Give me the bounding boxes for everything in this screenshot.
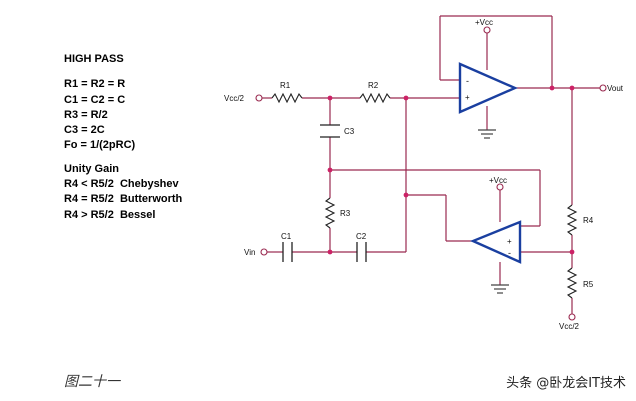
vcc-bottom-amp-terminal <box>496 183 504 191</box>
junction-dot <box>569 249 575 255</box>
top-opamp-plus: + <box>465 93 470 102</box>
vcc-half-bottom-label: Vcc/2 <box>559 322 580 331</box>
watermark: 头条 @卧龙会IT技术 <box>506 376 626 391</box>
note-line: C3 = 2C <box>64 124 105 137</box>
gain-line: R4 = R5/2 Butterworth <box>64 193 183 206</box>
vcc-half-input-label: Vcc/2 <box>224 94 245 103</box>
c1-label: C1 <box>281 232 292 241</box>
junction-dot <box>327 249 333 255</box>
vcc-top-label: +Vcc <box>475 18 493 27</box>
gain-line: R4 < R5/2 Chebyshev <box>64 178 179 191</box>
r3-resistor <box>324 197 336 229</box>
c3-capacitor <box>320 124 340 138</box>
r2-resistor <box>359 92 391 104</box>
bottom-opamp <box>469 220 522 264</box>
r4-resistor <box>566 204 578 236</box>
top-ground-icon <box>478 129 496 139</box>
junction-dot <box>327 95 333 101</box>
junction-dot <box>403 95 409 101</box>
c2-capacitor <box>356 242 367 262</box>
vcc-half-bottom-terminal <box>568 313 576 321</box>
r5-resistor <box>566 267 578 299</box>
vout-label: Vout <box>607 84 624 93</box>
junction-dot <box>327 167 333 173</box>
c2-label: C2 <box>356 232 367 241</box>
c3-label: C3 <box>344 127 355 136</box>
note-line: C1 = C2 = C <box>64 93 126 106</box>
bottom-opamp-plus: + <box>507 237 512 246</box>
note-line: R1 = R2 = R <box>64 78 126 91</box>
r3-label: R3 <box>340 209 351 218</box>
notes-heading: HIGH PASS <box>64 53 124 65</box>
figure-caption: 图二十一 <box>64 375 120 390</box>
bottom-opamp-minus: - <box>508 248 511 258</box>
junction-dot <box>549 85 555 91</box>
note-line: R3 = R/2 <box>64 108 108 121</box>
junction-dot <box>569 85 575 91</box>
r1-label: R1 <box>280 81 291 90</box>
gain-line: R4 > R5/2 Bessel <box>64 208 156 221</box>
junction-dot <box>403 192 409 198</box>
bottom-ground-icon <box>491 284 509 294</box>
top-opamp-minus: - <box>466 76 469 86</box>
r1-resistor <box>271 92 303 104</box>
vin-terminal <box>260 248 268 256</box>
c1-capacitor <box>282 242 293 262</box>
design-notes: HIGH PASS R1 = R2 = R C1 = C2 = C R3 = R… <box>64 52 182 223</box>
top-opamp <box>458 62 519 114</box>
vcc-half-input-terminal <box>255 94 263 102</box>
vcc-bottom-amp-label: +Vcc <box>489 176 507 185</box>
note-line: Fo = 1/(2pRC) <box>64 139 136 152</box>
r4-label: R4 <box>583 216 594 225</box>
notes-subheading: Unity Gain <box>64 162 120 175</box>
vout-terminal <box>599 84 607 92</box>
r2-label: R2 <box>368 81 379 90</box>
vcc-top-terminal <box>483 26 491 34</box>
r5-label: R5 <box>583 280 594 289</box>
vin-label: Vin <box>244 248 255 257</box>
